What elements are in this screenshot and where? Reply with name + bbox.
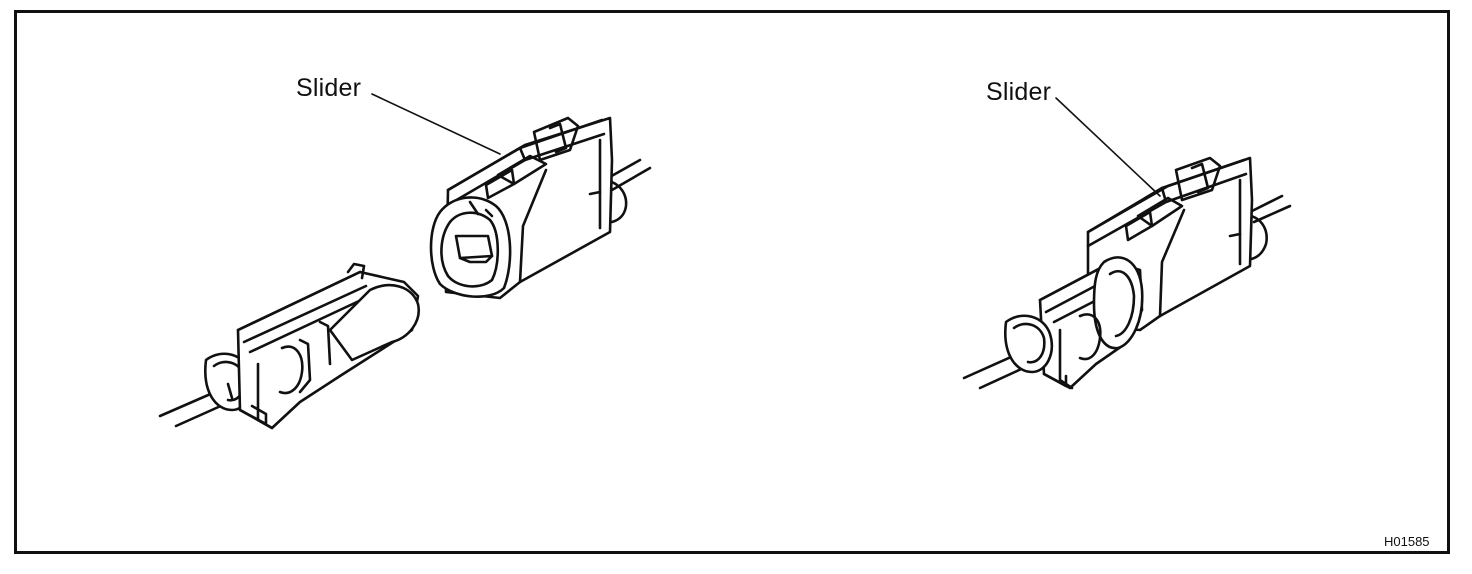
left-slider-leader — [371, 93, 501, 155]
male-connector — [158, 262, 420, 430]
right-slider-label: Slider — [986, 78, 1052, 106]
right-slider-leader — [1055, 97, 1161, 197]
figure-code: H01585 — [1384, 534, 1430, 549]
female-connector — [429, 116, 652, 300]
mated-connector — [962, 156, 1292, 390]
left-slider-label: Slider — [296, 74, 362, 102]
